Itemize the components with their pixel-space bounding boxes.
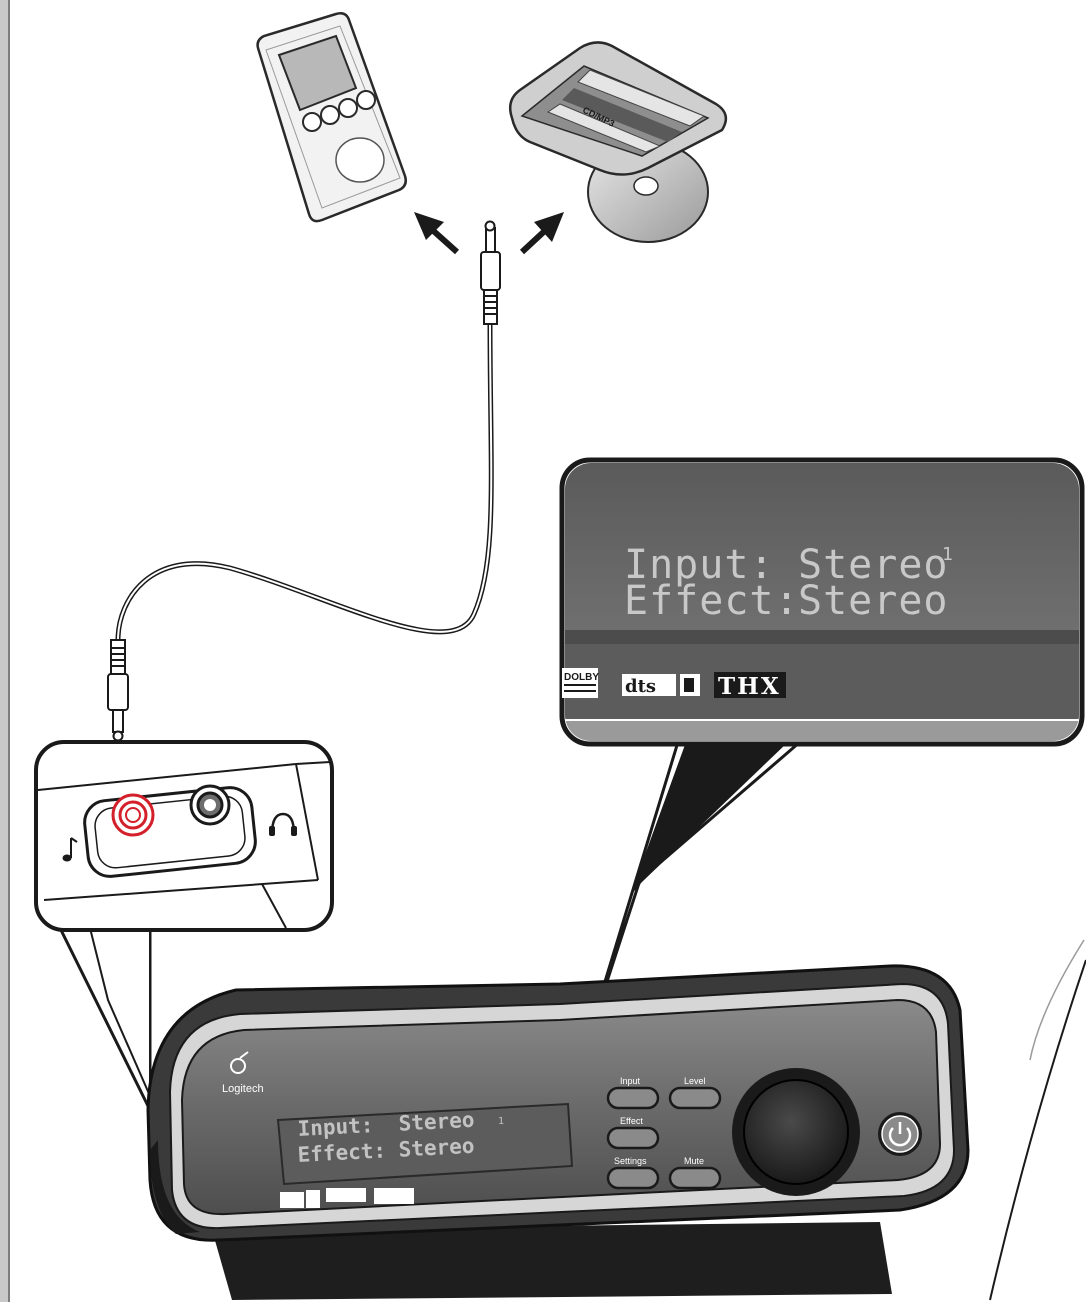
zoom-lcd-line-2: Effect: Stereo <box>624 578 949 624</box>
level-button-label: Level <box>684 1076 706 1086</box>
page-edge-rule <box>0 0 10 1302</box>
dts-logo: dts <box>625 676 656 697</box>
curved-edge <box>990 960 1086 1300</box>
unit-lcd-mark: 1 <box>498 1116 504 1127</box>
zoom-input-mark: 1 <box>942 544 953 565</box>
audio-cable <box>108 222 500 741</box>
cd-mp3-player: CD/MP3 <box>510 42 726 242</box>
player-click-wheel <box>336 138 384 182</box>
curved-edge-shadow <box>1030 940 1084 1060</box>
arrow-to-player-icon <box>414 212 457 252</box>
effect-button-label: Effect <box>620 1116 643 1126</box>
volume-knob[interactable] <box>732 1068 860 1196</box>
settings-button-label: Settings <box>614 1156 647 1166</box>
arrow-to-cd-player-icon <box>522 212 564 252</box>
thx-logo: THX <box>718 673 781 700</box>
dolby-logo: DOLBY <box>564 672 599 683</box>
brand-label: Logitech <box>222 1083 264 1095</box>
zoom-effect-value: Stereo <box>798 578 949 624</box>
power-button[interactable] <box>878 1112 922 1156</box>
portable-player <box>258 13 406 221</box>
input-button-label: Input <box>620 1076 641 1086</box>
line-in-jack[interactable] <box>113 795 153 835</box>
mute-button-label: Mute <box>684 1156 704 1166</box>
control-center: Logitech Input: Stereo 1 Effect: Stereo … <box>148 966 968 1300</box>
zoom-effect-key: Effect: <box>624 578 800 624</box>
headphone-jack[interactable] <box>191 786 229 824</box>
